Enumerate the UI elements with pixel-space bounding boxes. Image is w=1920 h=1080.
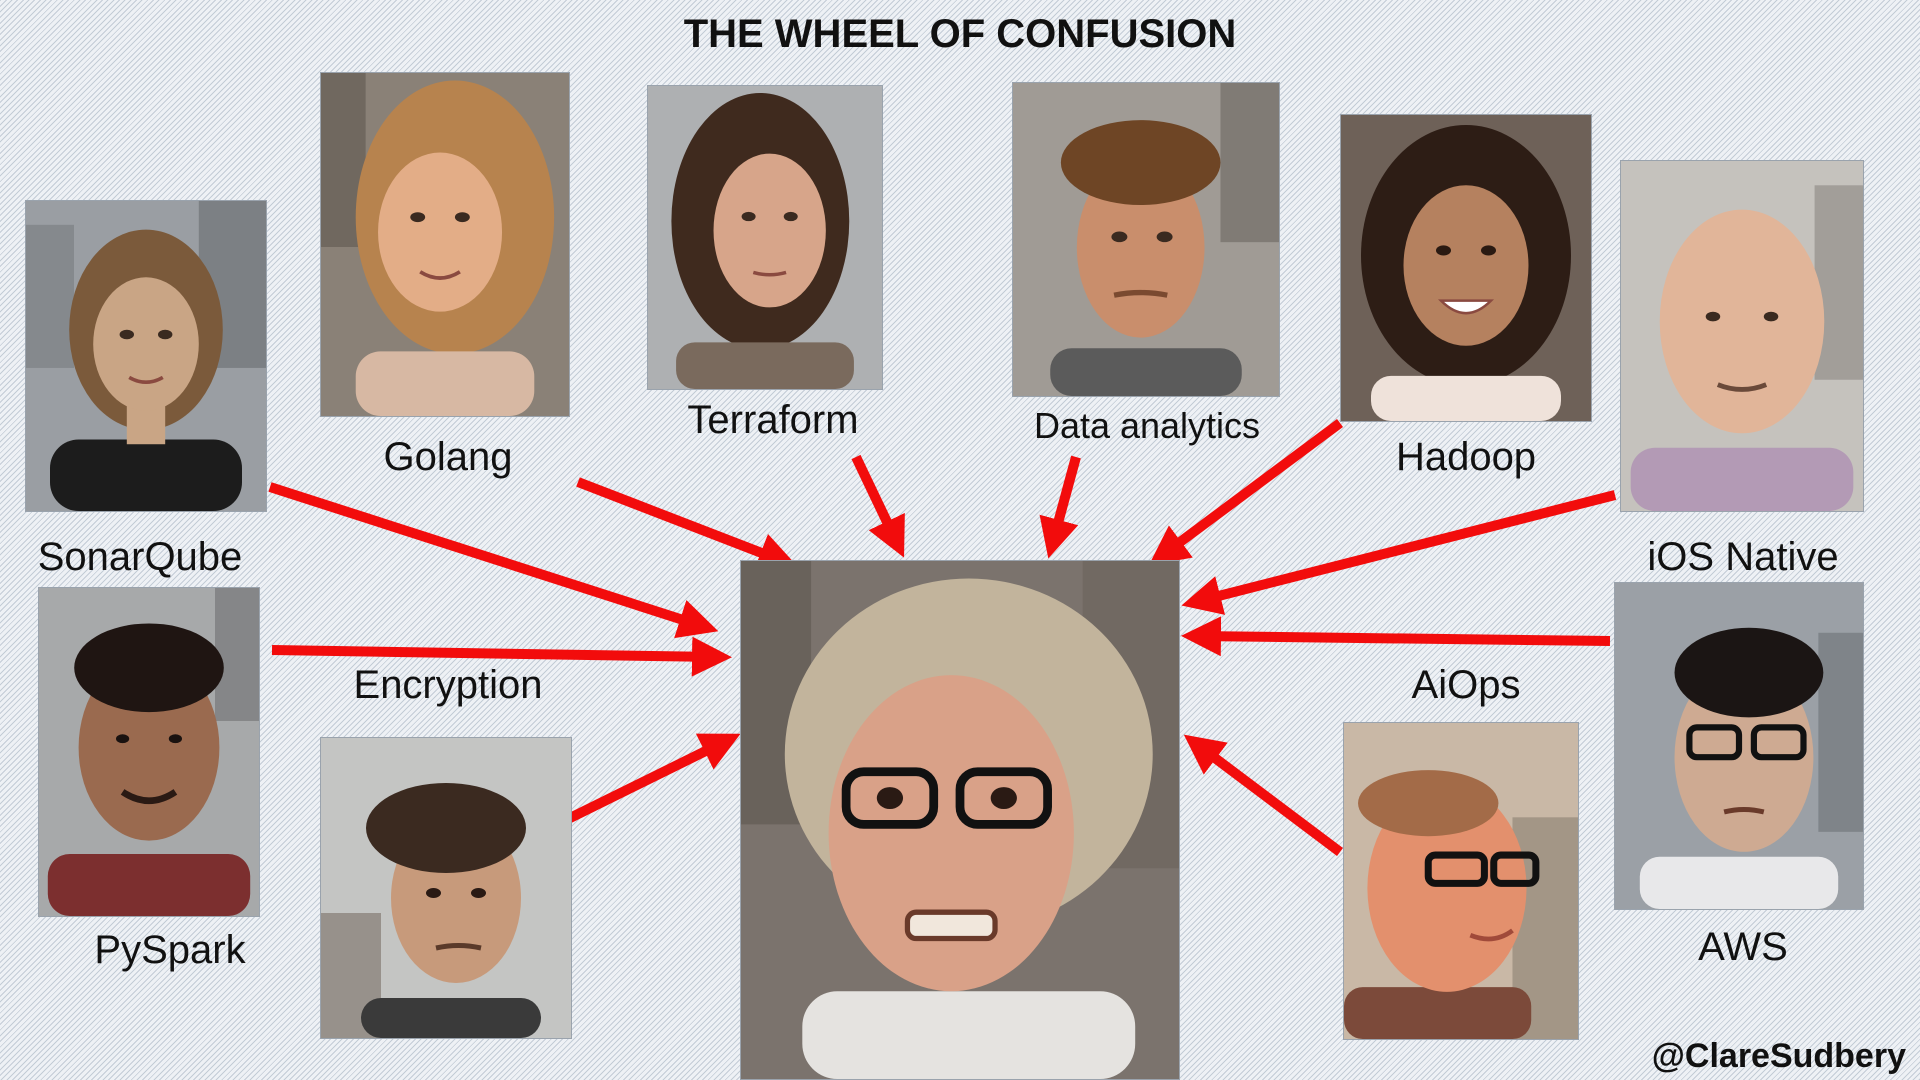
arrow-aws [1181,616,1611,657]
photo-terraform [647,85,883,390]
photo-ios-native [1620,160,1864,512]
arrow-golang [576,477,799,572]
photo-golang [320,72,570,417]
photo-center [740,560,1180,1080]
portrait-data-analytics [1013,83,1279,396]
photo-hadoop [1340,114,1592,422]
label-aws: AWS [1698,925,1788,969]
portrait-encryption [321,738,571,1038]
label-golang: Golang [383,435,513,479]
label-terraform: Terraform [687,398,859,442]
portrait-ios-native [1621,161,1863,511]
portrait-center [741,561,1179,1079]
photo-sonarqube [25,200,267,512]
photo-aws [1614,582,1864,910]
arrow-ios-native [1181,490,1617,615]
label-ios-native: iOS Native [1647,535,1839,579]
label-sonarqube: SonarQube [37,535,243,579]
portrait-pyspark [39,588,259,916]
label-data-analytics: Data analytics [1033,405,1261,446]
arrow-pyspark [271,636,732,677]
photo-pyspark [38,587,260,917]
label-hadoop: Hadoop [1395,435,1537,479]
portrait-golang [321,73,569,416]
photo-data-analytics [1012,82,1280,397]
arrow-data-analytics [1039,455,1081,559]
photo-aiops [1343,722,1579,1040]
arrow-sonarqube [268,482,719,639]
portrait-sonarqube [26,201,266,511]
label-pyspark: PySpark [94,928,246,972]
portrait-hadoop [1341,115,1591,421]
slide-title: THE WHEEL OF CONFUSION [683,12,1237,56]
photo-encryption [320,737,572,1039]
label-aiops: AiOps [1411,663,1521,707]
arrow-terraform [851,454,905,558]
portrait-terraform [648,86,882,389]
portrait-aws [1615,583,1863,909]
arrow-encryption [563,733,741,825]
portrait-aiops [1344,723,1578,1039]
author-handle: @ClareSudbery [1651,1037,1906,1075]
label-encryption: Encryption [353,663,543,707]
arrow-aiops [1183,734,1344,856]
